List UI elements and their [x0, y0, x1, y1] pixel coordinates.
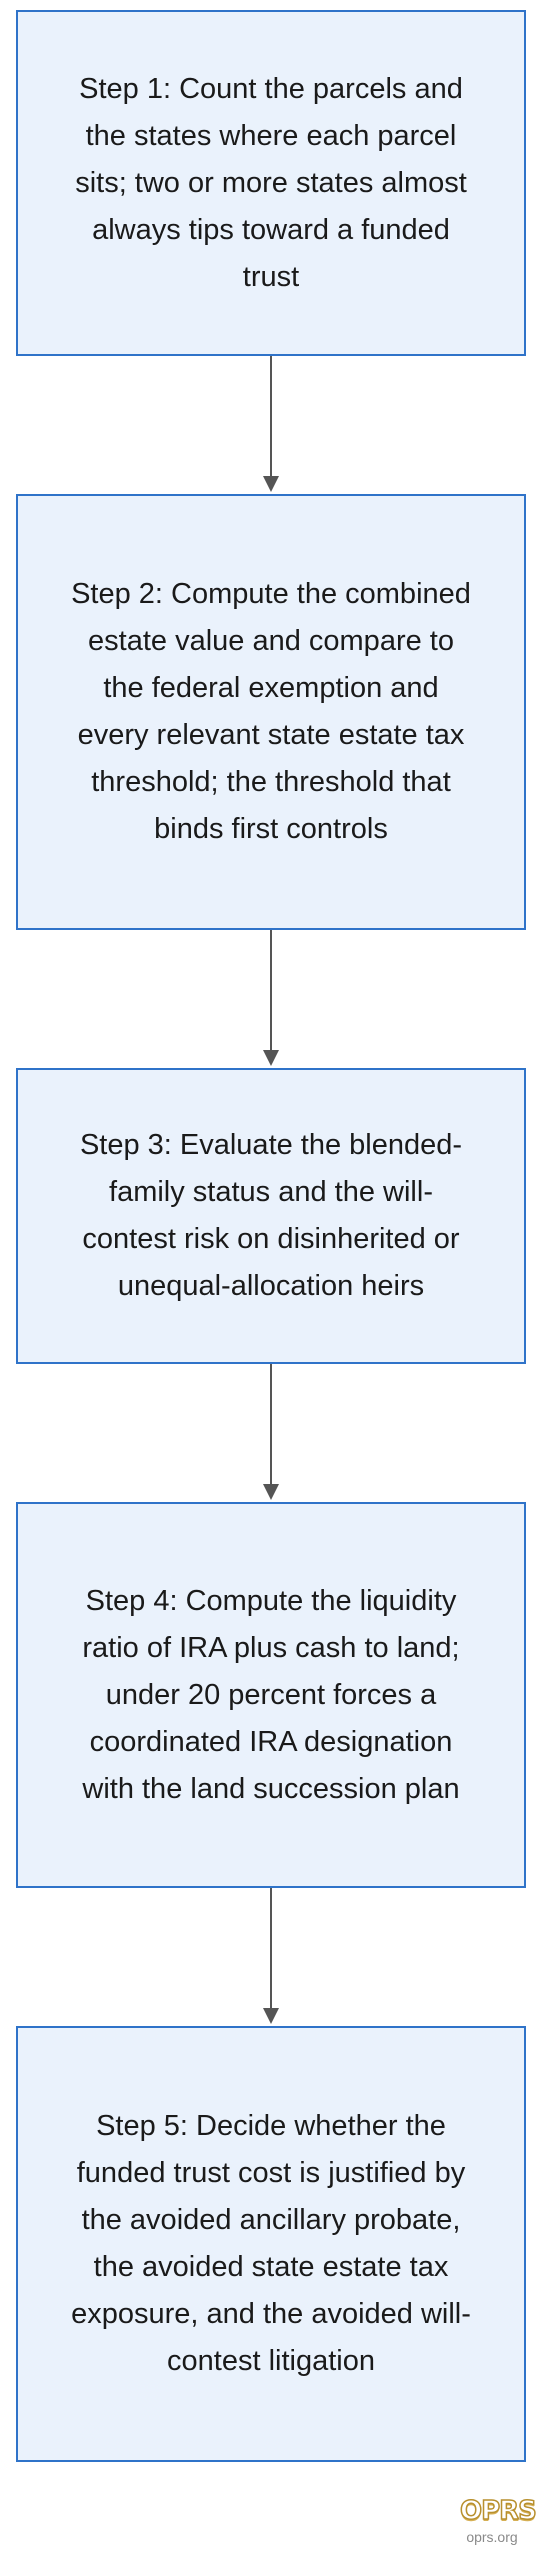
step-5-text: Step 5: Decide whether the funded trust … [71, 2110, 471, 2377]
step-2-box: Step 2: Compute the combined estate valu… [16, 494, 526, 930]
step-1-box: Step 1: Count the parcels and the states… [16, 10, 526, 356]
step-1-text: Step 1: Count the parcels and the states… [75, 72, 467, 293]
arrow-1-to-2 [263, 356, 279, 492]
step-3-text: Step 3: Evaluate the blended-family stat… [79, 1129, 463, 1302]
arrow-2-to-3 [263, 930, 279, 1066]
oprs-logo: OPRS oprs.org [459, 2495, 537, 2550]
step-4-box: Step 4: Compute the liquidity ratio of I… [16, 1502, 526, 1888]
oprs-logo-mark: OPRS [459, 2495, 537, 2527]
arrow-3-to-4 [263, 1364, 279, 1500]
step-3-box: Step 3: Evaluate the blended-family stat… [16, 1068, 526, 1364]
step-5-box: Step 5: Decide whether the funded trust … [16, 2026, 526, 2462]
arrow-4-to-5 [263, 1888, 279, 2024]
oprs-url: oprs.org [466, 2529, 518, 2545]
step-4-text: Step 4: Compute the liquidity ratio of I… [82, 1584, 460, 1805]
step-2-text: Step 2: Compute the combined estate valu… [71, 578, 471, 845]
